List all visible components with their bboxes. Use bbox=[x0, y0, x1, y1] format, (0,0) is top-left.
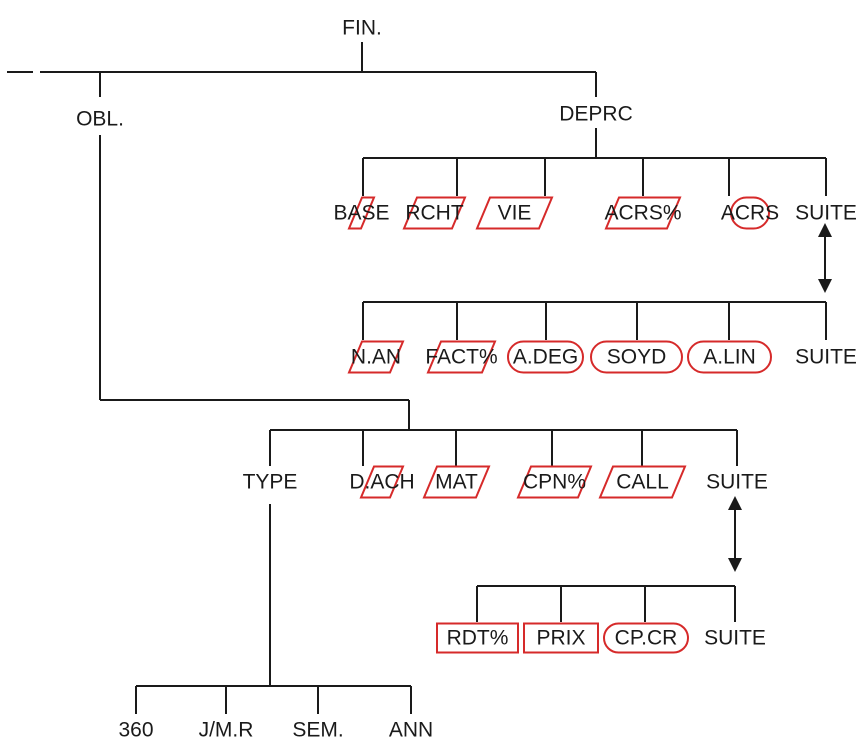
deprc-label: DEPRC bbox=[559, 103, 633, 126]
key-fact[interactable]: FACT% bbox=[425, 340, 498, 374]
key-suite: SUITE bbox=[704, 627, 766, 650]
key-cp-cr[interactable]: CP.CR bbox=[603, 622, 689, 654]
key-outline bbox=[604, 196, 682, 230]
key-outline bbox=[422, 465, 491, 499]
key-outline bbox=[687, 340, 772, 374]
key-label: FACT% bbox=[425, 346, 497, 369]
key-j-m-r: J/M.R bbox=[199, 719, 254, 742]
obl-label: OBL. bbox=[76, 108, 124, 131]
key-label: ACRS bbox=[721, 202, 779, 225]
key-suite: SUITE bbox=[706, 471, 768, 494]
key-prix[interactable]: PRIX bbox=[523, 622, 599, 654]
key-outline bbox=[347, 340, 405, 374]
key-ann: ANN bbox=[389, 719, 433, 742]
key-label: 360 bbox=[118, 719, 153, 742]
key-label: A.LIN bbox=[703, 346, 756, 369]
key-label: SUITE bbox=[795, 202, 857, 225]
key-d-ach[interactable]: D.ACH bbox=[349, 465, 415, 499]
key-acrs[interactable]: ACRS bbox=[721, 196, 779, 230]
key-label: CALL bbox=[616, 471, 669, 494]
obl-row2: RDT% PRIX CP.CR SUITE bbox=[436, 622, 766, 654]
key-a-lin[interactable]: A.LIN bbox=[687, 340, 772, 374]
key-outline bbox=[347, 196, 376, 230]
key-cpn[interactable]: CPN% bbox=[516, 465, 593, 499]
key-outline bbox=[523, 622, 599, 654]
key-label: PRIX bbox=[536, 627, 585, 650]
key-outline bbox=[475, 196, 554, 230]
key-label: SUITE bbox=[706, 471, 768, 494]
key-call[interactable]: CALL bbox=[598, 465, 687, 499]
key-label: CP.CR bbox=[615, 627, 678, 650]
key-acrs[interactable]: ACRS% bbox=[604, 196, 682, 230]
key-outline bbox=[590, 340, 683, 374]
key-outline bbox=[730, 196, 770, 230]
key-label: TYPE bbox=[243, 471, 298, 494]
key-label: N.AN bbox=[351, 346, 401, 369]
key-outline bbox=[603, 622, 689, 654]
key-outline bbox=[359, 465, 405, 499]
up-down-arrow-icon bbox=[818, 223, 832, 293]
key-suite: SUITE bbox=[795, 202, 857, 225]
key-soyd[interactable]: SOYD bbox=[590, 340, 683, 374]
key-label: BASE bbox=[333, 202, 389, 225]
key-label: SUITE bbox=[795, 346, 857, 369]
key-rcht[interactable]: RCHT bbox=[402, 196, 467, 230]
type-row: 360 J/M.R SEM. ANN bbox=[118, 719, 433, 742]
key-base[interactable]: BASE bbox=[333, 196, 390, 230]
key-n-an[interactable]: N.AN bbox=[347, 340, 405, 374]
key-label: VIE bbox=[498, 202, 532, 225]
key-suite: SUITE bbox=[795, 346, 857, 369]
key-label: ANN bbox=[389, 719, 433, 742]
key-label: RCHT bbox=[405, 202, 463, 225]
connector-lines bbox=[7, 42, 827, 714]
key-label: J/M.R bbox=[199, 719, 254, 742]
obl-row1: TYPE D.ACH MAT CPN% CALL SUITE bbox=[243, 465, 768, 499]
key-label: A.DEG bbox=[513, 346, 578, 369]
key-type: TYPE bbox=[243, 471, 298, 494]
deprc-row1: BASE RCHT VIE ACRS% ACRS SUITE bbox=[333, 196, 857, 230]
key-rdt[interactable]: RDT% bbox=[436, 622, 519, 654]
key-outline bbox=[436, 622, 519, 654]
up-down-arrow-icon bbox=[728, 496, 742, 572]
key-outline bbox=[598, 465, 687, 499]
key-outline bbox=[516, 465, 593, 499]
key-label: MAT bbox=[435, 471, 478, 494]
key-label: SUITE bbox=[704, 627, 766, 650]
key-mat[interactable]: MAT bbox=[422, 465, 491, 499]
key-label: RDT% bbox=[447, 627, 509, 650]
key-sem: SEM. bbox=[292, 719, 343, 742]
key-label: D.ACH bbox=[349, 471, 414, 494]
key-label: SEM. bbox=[292, 719, 343, 742]
key-360: 360 bbox=[118, 719, 153, 742]
key-label: CPN% bbox=[523, 471, 586, 494]
key-label: ACRS% bbox=[604, 202, 681, 225]
key-a-deg[interactable]: A.DEG bbox=[507, 340, 584, 374]
key-outline bbox=[426, 340, 497, 374]
key-label: SOYD bbox=[607, 346, 667, 369]
root-label: FIN. bbox=[342, 17, 382, 40]
deprc-row2: N.AN FACT% A.DEG SOYD A.LIN SUITE bbox=[347, 340, 857, 374]
key-outline bbox=[507, 340, 584, 374]
key-outline bbox=[402, 196, 467, 230]
key-vie[interactable]: VIE bbox=[475, 196, 554, 230]
